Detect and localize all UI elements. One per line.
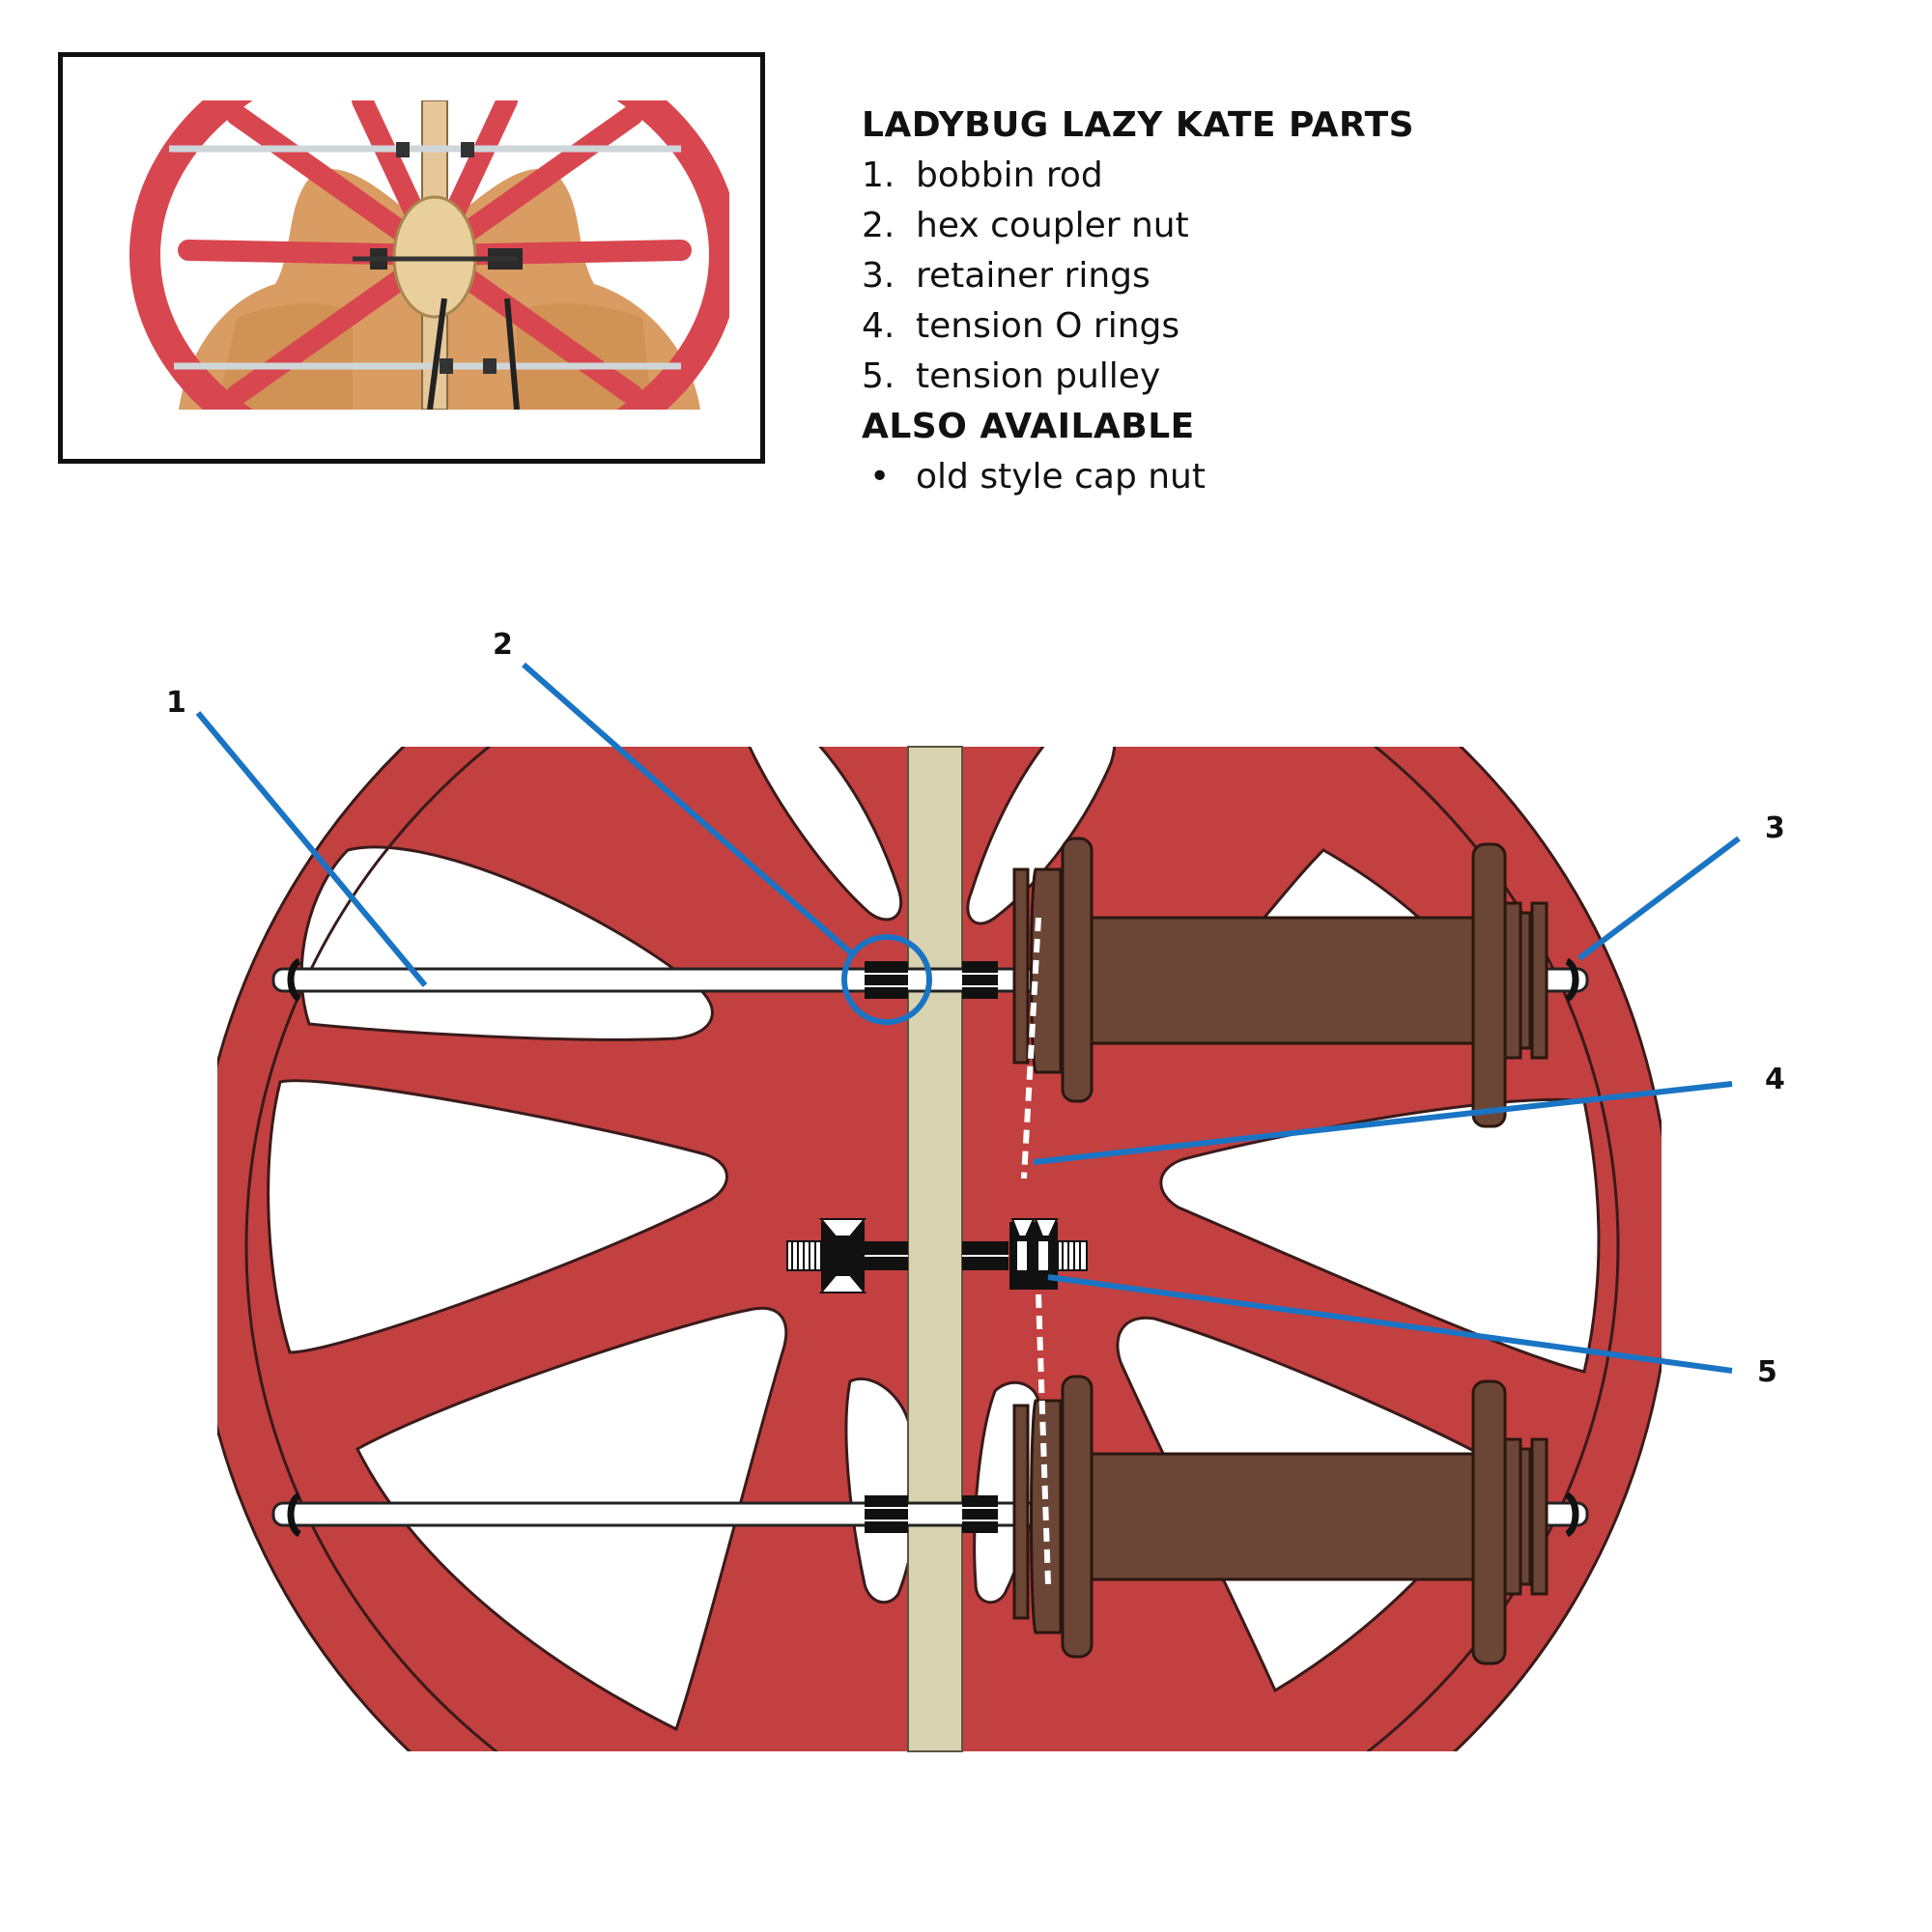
parts-list-item: 1. bobbin rod	[862, 151, 1634, 201]
tension-o-ring	[1021, 917, 1041, 1179]
item-label: tension O rings	[916, 306, 1180, 346]
lazy-kate-diagram: 1 2 3 4 5	[166, 628, 1785, 1752]
callout-number-2: 2	[493, 628, 513, 662]
item-label: retainer rings	[916, 256, 1151, 296]
callout-line-2	[522, 662, 857, 959]
callout-number-3: 3	[1765, 811, 1785, 845]
parts-list-item: 5. tension pulley	[862, 352, 1634, 402]
item-number: 4.	[862, 306, 895, 346]
bullet-icon: •	[869, 457, 891, 497]
parts-list: LADYBUG LAZY KATE PARTS 1. bobbin rod 2.…	[862, 100, 1634, 502]
photo-wheel-ring	[129, 100, 729, 410]
center-post	[907, 746, 963, 1752]
item-label: bobbin rod	[916, 156, 1103, 195]
callout-line-5	[1047, 1274, 1733, 1374]
hex-coupler-nut-bottom	[865, 1495, 998, 1533]
item-label: hex coupler nut	[916, 206, 1189, 245]
callout-number-5: 5	[1757, 1355, 1777, 1389]
also-available-item: • old style cap nut	[862, 452, 1634, 502]
item-number: 2.	[862, 206, 895, 245]
bottom-bobbin	[1012, 1375, 1548, 1665]
callout-circle-2	[841, 934, 932, 1025]
callout-number-1: 1	[166, 686, 186, 720]
callout-number-4: 4	[1765, 1063, 1785, 1096]
parts-list-item: 4. tension O rings	[862, 301, 1634, 352]
callout-line-4	[1033, 1081, 1733, 1165]
item-number: 1.	[862, 156, 895, 195]
item-label: tension pulley	[916, 356, 1161, 396]
callout-line-3	[1577, 836, 1741, 961]
callout-line-1	[195, 711, 428, 987]
item-number: 3.	[862, 256, 895, 296]
hex-coupler-nut-top	[865, 961, 998, 999]
product-photo-frame	[58, 52, 765, 464]
tension-o-ring-lower	[1036, 1293, 1051, 1585]
top-bobbin	[1012, 837, 1548, 1128]
item-label: old style cap nut	[916, 457, 1206, 497]
item-number: 5.	[862, 356, 895, 396]
parts-list-heading: LADYBUG LAZY KATE PARTS	[862, 105, 1415, 145]
parts-list-item: 2. hex coupler nut	[862, 201, 1634, 251]
parts-list-item: 3. retainer rings	[862, 251, 1634, 301]
product-photo	[121, 100, 729, 410]
also-available-heading: ALSO AVAILABLE	[862, 407, 1195, 446]
